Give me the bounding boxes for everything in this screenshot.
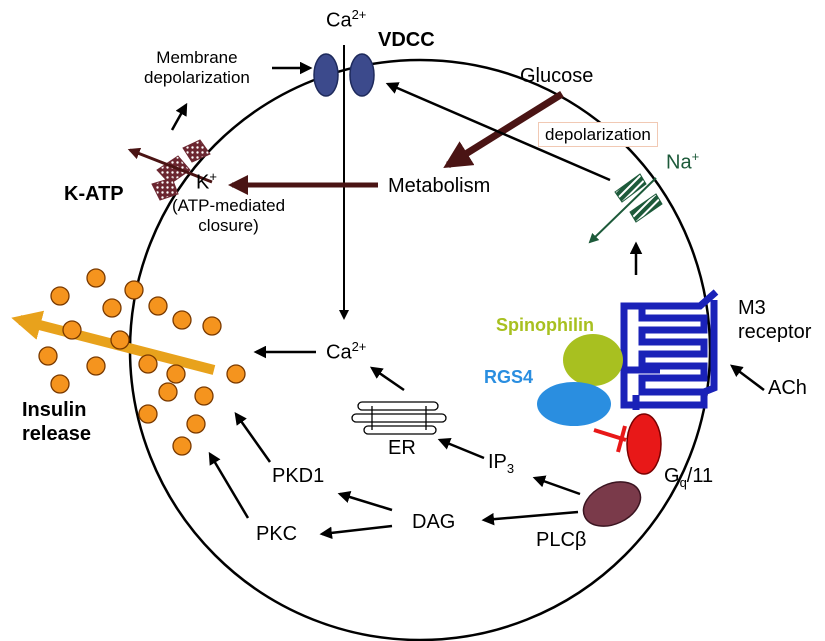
depolarization-label: depolarization [538,122,658,147]
pkc-label: PKC [256,523,298,545]
insulin-granule [62,320,82,340]
er-shape [351,401,447,435]
metabolism-label: Metabolism [388,175,491,197]
spinophilin-label: Spinophilin [496,315,594,335]
m3-receptor-label: M3 receptor [738,297,812,343]
ip3-label: IP3 [488,451,515,476]
katp-efflux-arrow [127,147,213,184]
k-label: K+ [196,169,217,194]
katp-to-depolarization-arrow [170,102,188,131]
dag-to-pkc-arrow [319,524,393,540]
insulin-granule [124,280,144,300]
insulin-granule [38,346,58,366]
rgs4-label: RGS4 [484,367,534,387]
insulin-granule [138,354,158,374]
pkd1-label: PKD1 [272,465,325,487]
katp-channel [151,139,211,201]
ca-mid-label: Ca2+ [326,339,367,364]
ca-top-label: Ca2+ [326,7,367,32]
ip3-to-er-arrow [437,438,485,460]
na-depolarization-arrow [385,82,611,182]
insulin-granule [50,286,70,306]
pkd1-to-granules-arrow [234,411,272,463]
insulin-granule [172,436,192,456]
m3-receptor [620,289,719,410]
vdcc-label: VDCC [378,29,435,51]
atp-mediated-closure-label: (ATP-mediated closure) [172,196,286,236]
plcb-to-dag-arrow [481,510,579,526]
insulin-granule [158,382,178,402]
membrane-depolarization-label: Membrane depolarization [144,48,250,88]
ach-label: ACh [768,377,807,399]
insulin-granule [226,364,246,384]
rgs4-inhibition [593,425,627,453]
insulin-granule [110,330,130,350]
plcb-shape [582,481,642,527]
pkc-to-granules-arrow [208,451,250,519]
gq11-label: Gq/11 [664,465,714,490]
na-label: Na+ [666,149,700,174]
insulin-granule [86,356,106,376]
insulin-granule [138,404,158,424]
er-to-ca-arrow [369,366,405,392]
insulin-granule [50,374,70,394]
insulin-granule [202,316,222,336]
ach-to-m3-arrow [730,364,765,391]
glucose-to-metabolism-arrow [443,91,564,168]
rgs4-shape [537,382,611,426]
insulin-granule [166,364,186,384]
er-label: ER [388,437,416,459]
insulin-granule [148,296,168,316]
katp-label: K-ATP [64,183,124,205]
na-influx-arrow [588,177,657,244]
insulin-granule [186,414,206,434]
glucose-label: Glucose [520,65,594,87]
dag-label: DAG [412,511,456,533]
insulin-granule [86,268,106,288]
vdcc-channel [313,53,375,97]
gq11-shape [626,413,662,475]
insulin-granule [102,298,122,318]
plcb-label: PLCβ [536,529,587,551]
insulin-release-label: Insulin release [22,399,91,445]
spinophilin-shape [563,334,623,386]
insulin-granules [38,268,246,456]
insulin-granule [172,310,192,330]
na-channel [614,173,663,223]
dag-to-pkd1-arrow [337,490,393,512]
plcb-to-ip3-arrow [532,475,581,496]
insulin-granule [194,386,214,406]
